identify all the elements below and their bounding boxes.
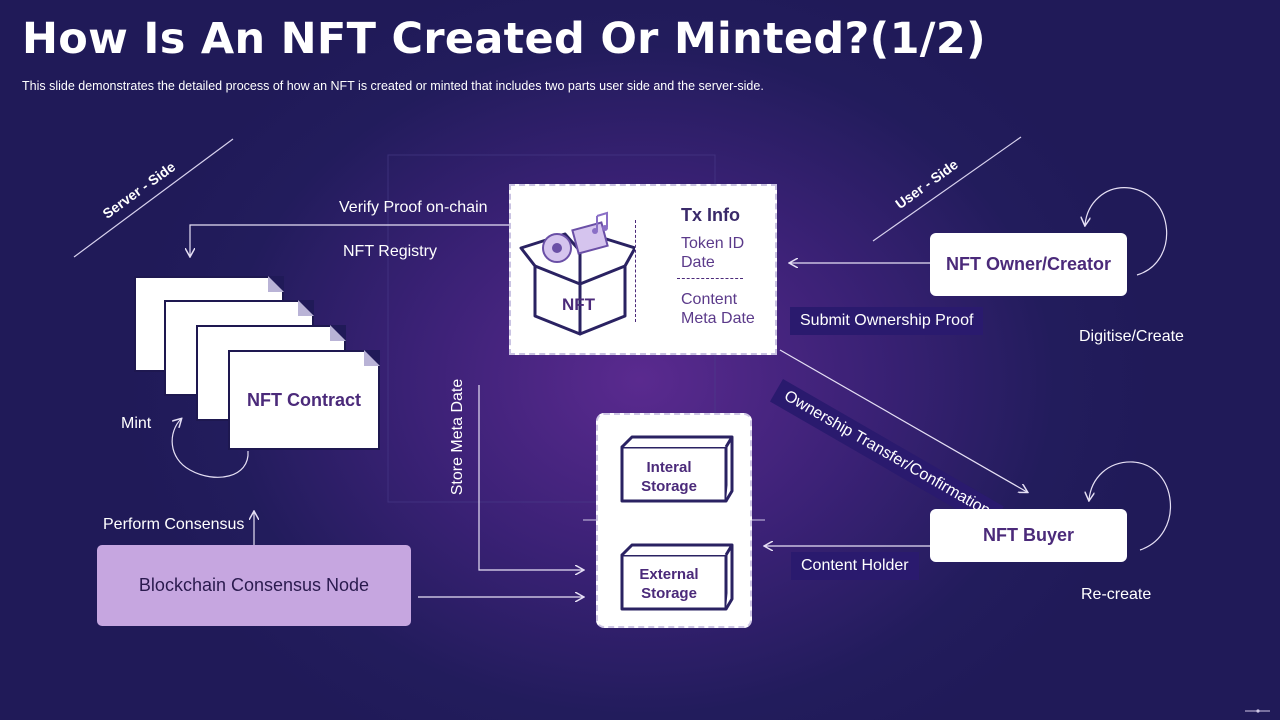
store-meta-date-label: Store Meta Date (449, 378, 466, 496)
internal-storage-line2: Storage (641, 478, 697, 495)
external-storage-label: External Storage (622, 565, 716, 603)
re-create-label: Re-create (1081, 586, 1152, 603)
storage-box: Interal Storage External Storage (596, 413, 752, 628)
tx-content: Content (681, 291, 738, 308)
nft-contract-card[interactable]: NFT Contract (228, 350, 380, 450)
tx-info-box: NFT Tx Info Token ID Date Content Meta D… (509, 184, 777, 355)
nft-box-icon (519, 211, 635, 336)
slide-title: How Is An NFT Created Or Minted?(1/2) (22, 14, 986, 64)
tx-token-id: Token ID (681, 235, 745, 252)
external-storage-cube (620, 543, 734, 611)
digitise-create-label: Digitise/Create (1079, 328, 1184, 345)
submit-ownership-proof-tag: Submit Ownership Proof (790, 307, 984, 335)
blockchain-consensus-node[interactable]: Blockchain Consensus Node (97, 545, 411, 626)
verify-proof-label: Verify Proof on-chain (339, 199, 488, 216)
external-storage-line2: Storage (641, 585, 697, 602)
tx-info-heading: Tx Info (681, 205, 740, 225)
internal-storage-cube (620, 435, 734, 503)
nft-buyer-card[interactable]: NFT Buyer (930, 509, 1127, 562)
tx-date: Date (681, 254, 715, 271)
external-storage-line1: External (639, 566, 699, 583)
perform-consensus-label: Perform Consensus (103, 516, 245, 533)
tx-divider-vertical (635, 220, 636, 322)
nft-contract-label: NFT Contract (247, 389, 361, 410)
content-holder-tag: Content Holder (791, 552, 919, 580)
tx-divider-horizontal (677, 278, 743, 279)
nft-owner-creator-card[interactable]: NFT Owner/Creator (930, 233, 1127, 296)
nft-box-label: NFT (562, 295, 596, 314)
tx-meta-date: Meta Date (681, 310, 755, 327)
internal-storage-label: Interal Storage (622, 458, 716, 496)
mint-label: Mint (121, 415, 152, 432)
consensus-node-label: Blockchain Consensus Node (138, 575, 370, 595)
internal-storage-line1: Interal (646, 459, 692, 476)
nft-registry-label: NFT Registry (343, 243, 437, 260)
slide-subtitle: This slide demonstrates the detailed pro… (22, 79, 764, 93)
